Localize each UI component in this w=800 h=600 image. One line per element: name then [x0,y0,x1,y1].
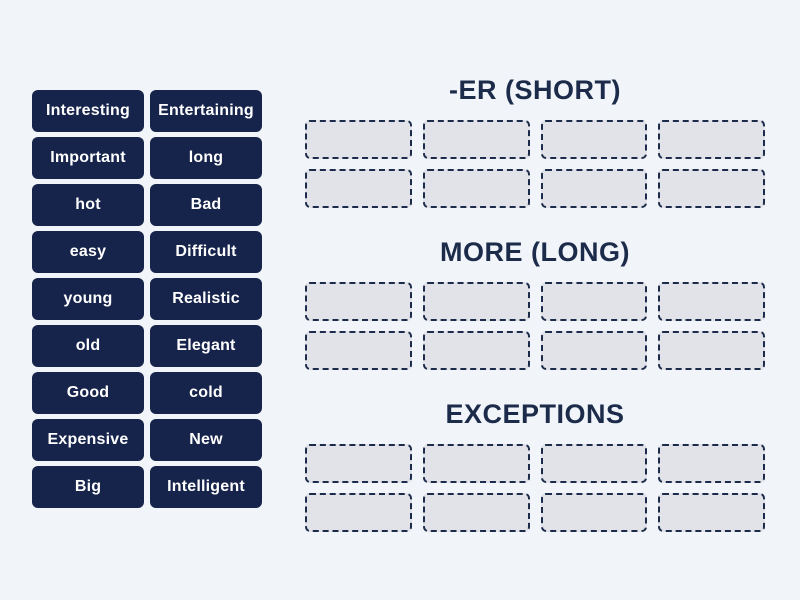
group-title: EXCEPTIONS [445,399,625,429]
word-tile-big[interactable]: Big [32,466,144,508]
word-tile-important[interactable]: Important [32,137,144,179]
word-tile-old[interactable]: old [32,325,144,367]
drop-zone[interactable] [305,169,412,208]
drop-zone[interactable] [422,169,530,208]
drop-zone-grid [305,282,765,370]
drop-zone[interactable] [540,169,648,208]
drop-zone[interactable] [422,120,530,159]
drop-zone[interactable] [422,493,530,532]
word-tile-expensive[interactable]: Expensive [32,419,144,461]
drop-zone[interactable] [540,120,648,159]
category-group-2: MORE (LONG) [305,236,765,370]
word-tile-entertaining[interactable]: Entertaining [150,90,262,132]
word-tile-hot[interactable]: hot [32,184,144,226]
drop-zone[interactable] [658,282,765,321]
word-tile-good[interactable]: Good [32,372,144,414]
drop-zone[interactable] [658,493,765,532]
drop-zone[interactable] [422,444,530,483]
drop-zone[interactable] [540,282,648,321]
word-tile-intelligent[interactable]: Intelligent [150,466,262,508]
drop-zone[interactable] [658,169,765,208]
drop-zone[interactable] [305,120,412,159]
category-group-1: -ER (SHORT) [305,74,765,208]
drop-zone[interactable] [305,444,412,483]
word-tile-interesting[interactable]: Interesting [32,90,144,132]
drop-zone-grid [305,120,765,208]
drop-zone[interactable] [658,120,765,159]
word-tile-long[interactable]: long [150,137,262,179]
drop-zone-grid [305,444,765,532]
drop-zone[interactable] [540,444,648,483]
category-groups: -ER (SHORT) MORE (LONG) EXCEPTIONS [305,74,765,560]
drop-zone[interactable] [658,331,765,370]
word-tile-elegant[interactable]: Elegant [150,325,262,367]
group-title: -ER (SHORT) [449,75,621,105]
drop-zone[interactable] [305,282,412,321]
drop-zone[interactable] [305,331,412,370]
word-tile-easy[interactable]: easy [32,231,144,273]
word-tile-difficult[interactable]: Difficult [150,231,262,273]
word-tile-realistic[interactable]: Realistic [150,278,262,320]
drop-zone[interactable] [658,444,765,483]
word-tile-bad[interactable]: Bad [150,184,262,226]
group-title: MORE (LONG) [440,237,630,267]
drop-zone[interactable] [540,331,648,370]
drop-zone[interactable] [305,493,412,532]
word-tile-cold[interactable]: cold [150,372,262,414]
drop-zone[interactable] [422,331,530,370]
word-tile-new[interactable]: New [150,419,262,461]
word-tile-young[interactable]: young [32,278,144,320]
drop-zone[interactable] [422,282,530,321]
category-group-3: EXCEPTIONS [305,398,765,532]
drop-zone[interactable] [540,493,648,532]
